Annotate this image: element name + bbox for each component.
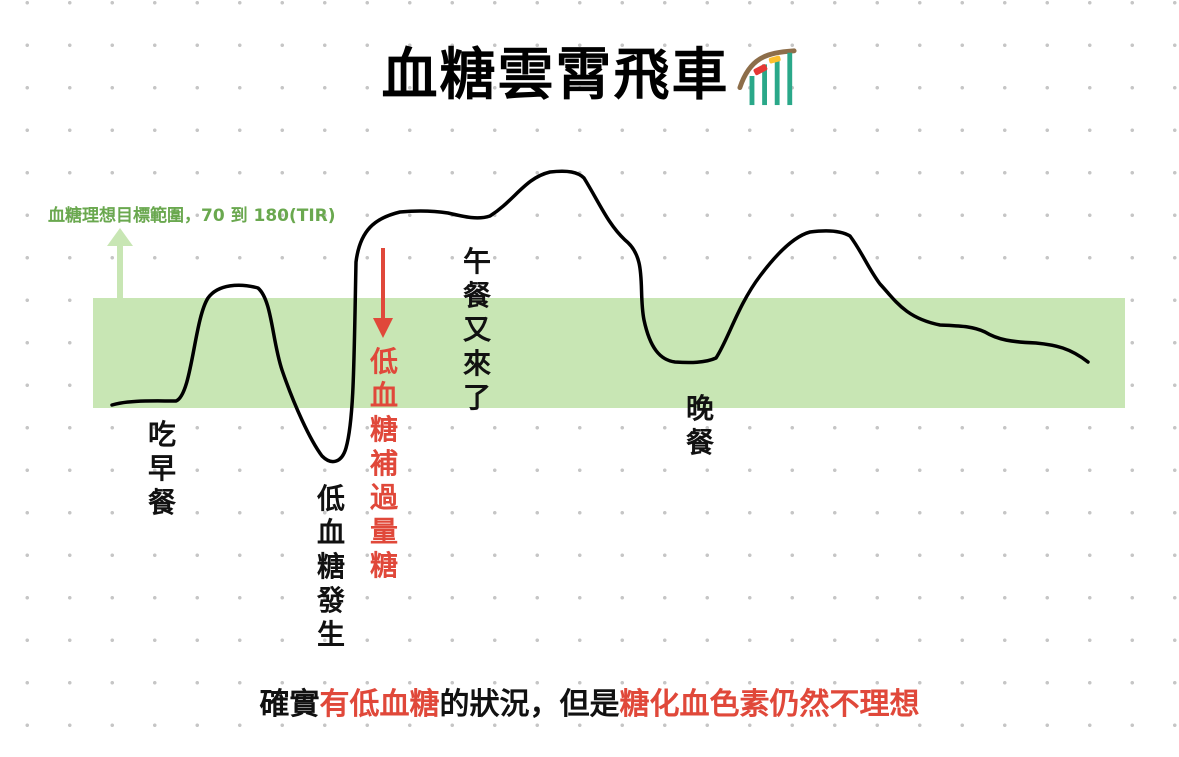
breakfast-label: 吃早餐 (147, 418, 176, 519)
title-text: 血糖雲霄飛車 (381, 43, 730, 108)
dinner-label: 晚餐 (685, 392, 714, 459)
up-arrow-icon (107, 228, 133, 302)
hypo-label: 低血糖發生 (316, 482, 345, 651)
roller-coaster-icon (736, 48, 797, 106)
footer-part4: 糖化血色素仍然不理想 (619, 687, 920, 722)
glucose-curve (110, 169, 1090, 464)
footer-part1: 確實 (259, 687, 320, 722)
lunch-label: 午餐又來了 (462, 245, 491, 414)
down-arrow-head (373, 318, 393, 338)
page-title: 血糖雲霄飛車 (0, 40, 1179, 112)
footer-part2: 有低血糖 (319, 687, 440, 722)
overcorrection-label: 低血糖補過量糖 (369, 345, 398, 582)
footer-caption: 確實有低血糖的狀況，但是糖化血色素仍然不理想 (0, 683, 1179, 727)
footer-part3: 的狀況，但是 (439, 687, 620, 722)
target-range-band (93, 298, 1125, 408)
target-range-label: 血糖理想目標範圍，70 到 180(TIR) (48, 206, 336, 226)
